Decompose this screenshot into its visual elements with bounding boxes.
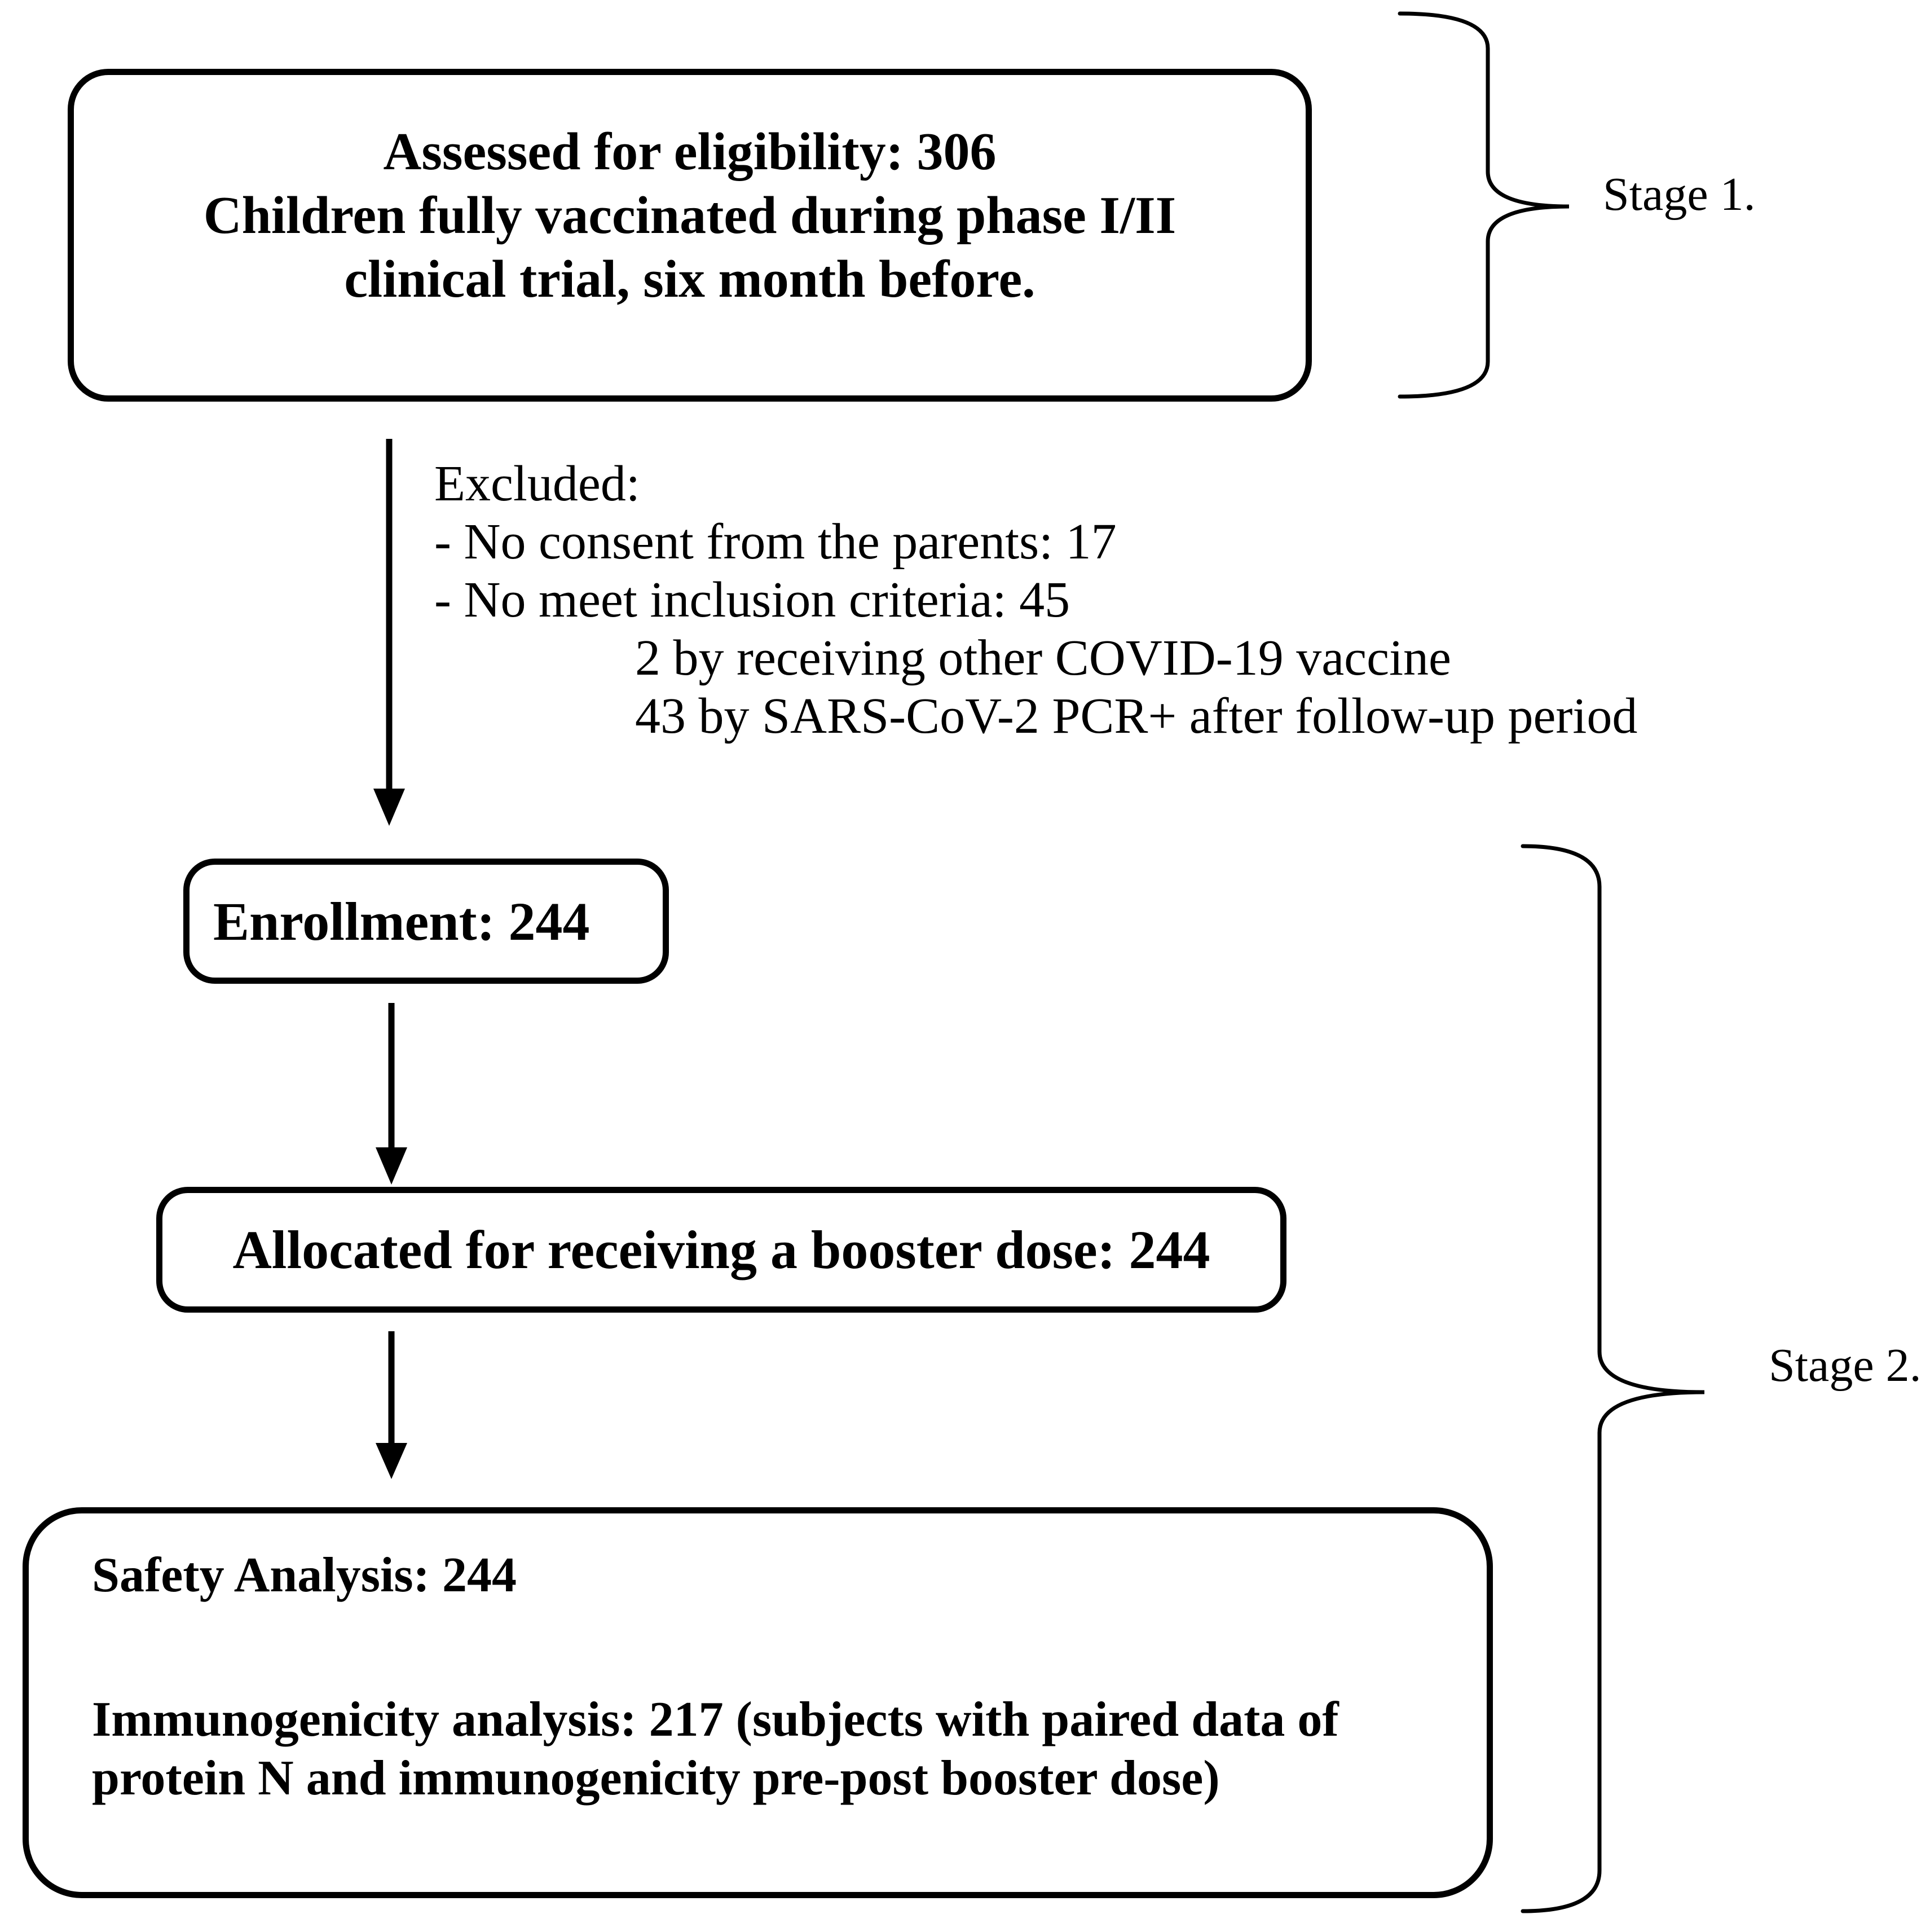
stage2-brace-icon bbox=[1521, 844, 1705, 1913]
assessed-line-3: clinical trial, six month before. bbox=[344, 249, 1035, 309]
excluded-subitem-pcr-positive: 43 by SARS-CoV-2 PCR+ after follow-up pe… bbox=[635, 688, 1638, 744]
excluded-subitem-other-vaccine: 2 by receiving other COVID-19 vaccine bbox=[635, 630, 1451, 686]
allocated-box: Allocated for receiving a booster dose: … bbox=[156, 1187, 1286, 1313]
arrowhead-enrollment-to-allocated-icon bbox=[376, 1147, 407, 1185]
immunogenicity-line-1: Immunogenicity analysis: 217 (subjects w… bbox=[92, 1692, 1339, 1747]
stage2-label: Stage 2. bbox=[1769, 1339, 1922, 1392]
assessed-for-eligibility-box: Assessed for eligibility: 306 Children f… bbox=[68, 69, 1312, 402]
excluded-note: Excluded: - No consent from the parents:… bbox=[434, 455, 1637, 745]
excluded-item-no-consent: - No consent from the parents: 17 bbox=[434, 514, 1117, 570]
safety-analysis-box: Safety Analysis: 244 Immunogenicity anal… bbox=[23, 1507, 1493, 1898]
assessed-line-1: Assessed for eligibility: 306 bbox=[383, 122, 997, 181]
immunogenicity-line-2: protein N and immunogenicity pre-post bo… bbox=[92, 1751, 1220, 1806]
enrollment-label: Enrollment: 244 bbox=[213, 891, 590, 952]
excluded-item-no-inclusion: - No meet inclusion criteria: 45 bbox=[434, 572, 1070, 628]
excluded-title: Excluded: bbox=[434, 456, 640, 512]
stage1-brace-icon bbox=[1398, 11, 1570, 399]
allocated-label: Allocated for receiving a booster dose: … bbox=[232, 1220, 1210, 1280]
arrowhead-allocated-to-safety-icon bbox=[376, 1443, 407, 1479]
arrowhead-assessed-to-enrollment-icon bbox=[373, 789, 405, 826]
enrollment-box: Enrollment: 244 bbox=[183, 859, 669, 984]
assessed-line-2: Children fully vaccinated during phase I… bbox=[203, 186, 1176, 245]
stage1-label: Stage 1. bbox=[1603, 168, 1756, 221]
safety-analysis-line: Safety Analysis: 244 bbox=[92, 1548, 517, 1603]
immunogenicity-analysis-paragraph: Immunogenicity analysis: 217 (subjects w… bbox=[92, 1691, 1453, 1808]
